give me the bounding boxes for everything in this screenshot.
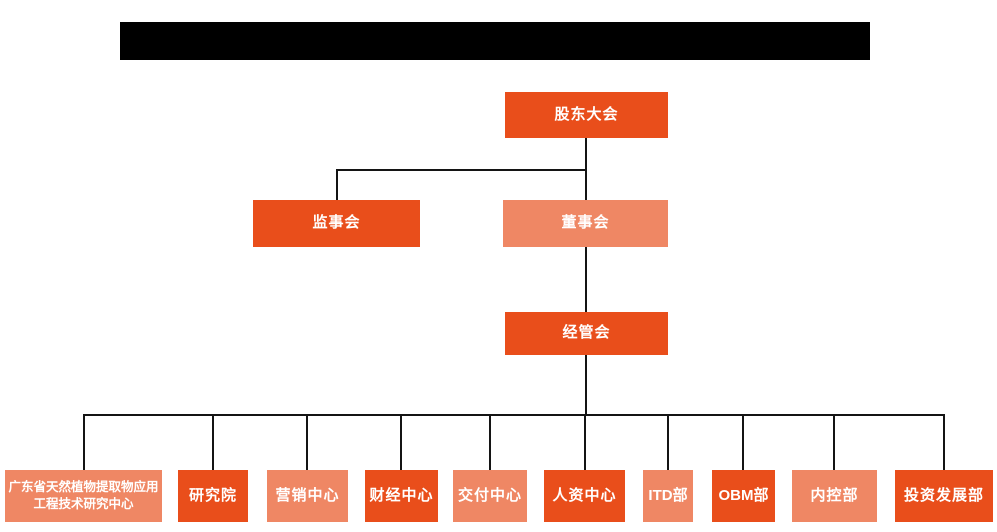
node-dept-investment-development: 投资发展部 [895,470,993,522]
node-label: 财经中心 [369,486,434,504]
connector-drop-obm-dept [742,416,744,470]
node-dept-hr-center: 人资中心 [544,470,625,522]
node-label: 董事会 [561,214,610,232]
node-label: 投资发展部 [903,486,984,504]
node-label: 研究院 [188,486,237,504]
node-board-of-directors: 董事会 [503,200,668,247]
node-dept-itd: ITD部 [643,470,693,522]
connector-drop-investment-dept [943,416,945,470]
node-label: 人资中心 [552,486,617,504]
node-shareholders-meeting: 股东大会 [505,92,668,138]
node-label: 广东省天然植物提取物应用工程技术研究中心 [8,480,159,511]
node-management-committee: 经管会 [505,312,668,355]
node-dept-internal-control: 内控部 [792,470,877,522]
connector-bottom-bus [83,414,945,416]
node-label: 经管会 [562,324,611,342]
node-label: ITD部 [648,486,688,504]
connector-management-trunk [585,355,587,415]
node-label: 营销中心 [275,486,340,504]
node-dept-research-center: 广东省天然植物提取物应用工程技术研究中心 [5,470,162,522]
connector-drop-finance-center [400,416,402,470]
connector-drop-hr-center [584,416,586,470]
connector-drop-marketing-center [306,416,308,470]
connector-branch-supervisors [336,169,587,171]
node-label: 交付中心 [457,486,522,504]
node-board-of-supervisors: 监事会 [253,200,420,247]
node-dept-finance-center: 财经中心 [365,470,438,522]
node-label: 监事会 [312,214,361,232]
connector-drop-research-center [83,416,85,470]
connector-drop-delivery-center [489,416,491,470]
node-dept-obm: OBM部 [712,470,775,522]
connector-directors-management [585,247,587,312]
node-dept-delivery-center: 交付中心 [453,470,527,522]
node-dept-marketing-center: 营销中心 [267,470,348,522]
connector-drop-itd-dept [667,416,669,470]
node-label: 股东大会 [554,105,619,123]
node-dept-research-institute: 研究院 [178,470,248,522]
node-label: 内控部 [810,486,859,504]
connector-drop-research-institute [212,416,214,470]
connector-drop-supervisors [336,171,338,200]
connector-drop-internal-control-dept [833,416,835,470]
node-label: OBM部 [718,486,769,504]
redacted-title-bar [120,22,870,60]
